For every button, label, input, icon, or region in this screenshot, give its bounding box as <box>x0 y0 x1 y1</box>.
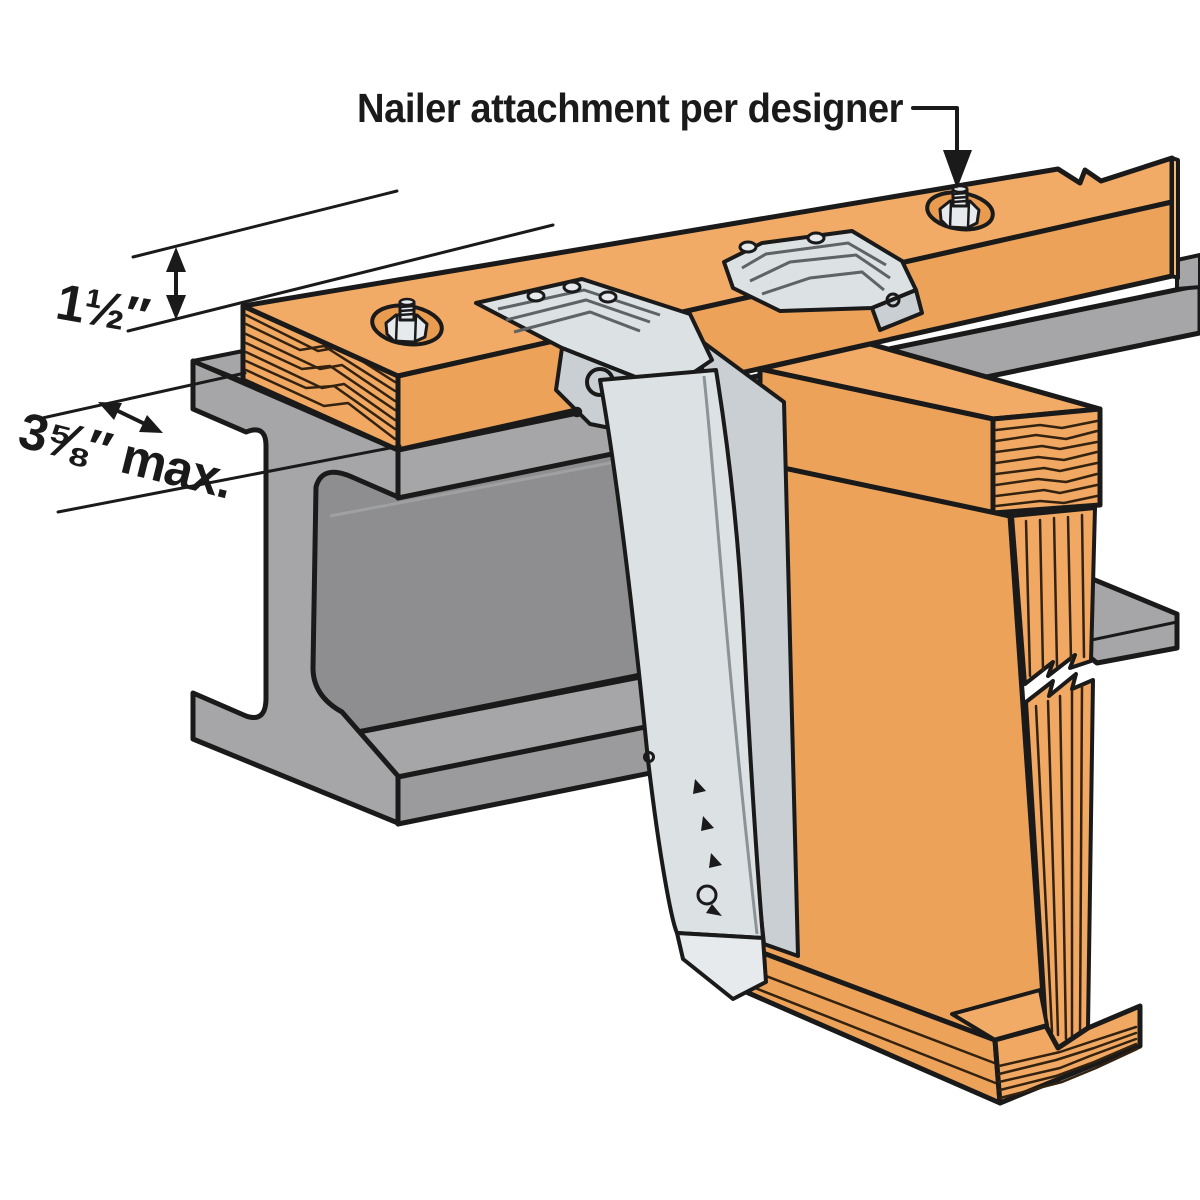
dim2-extension-line-lower <box>56 444 402 514</box>
rear-hanger-nail-slot-2 <box>806 231 826 245</box>
dim2-arrow-shaft <box>114 408 147 426</box>
stud-left-threads <box>398 304 416 317</box>
front-hanger-nail-slot-3 <box>598 290 618 304</box>
stud-right-threads <box>951 191 969 204</box>
front-hanger-nail-slot-2 <box>562 280 582 294</box>
nut-right-facets <box>948 199 971 230</box>
joist-bottom-flange-lam-line-1 <box>756 971 999 1066</box>
joist-bottom-flange-end-grain <box>992 1003 1143 1106</box>
dim2-arrowhead-left-icon <box>98 402 122 420</box>
front-hanger-ribs <box>497 288 661 334</box>
front-hanger-tab-hole-3 <box>571 406 583 418</box>
callout: Nailer attachment per designer <box>357 85 972 189</box>
front-hanger-nail-slot-1 <box>526 289 546 303</box>
front-hanger-seat <box>675 931 768 1001</box>
dim1-text: 1½″ <box>52 273 153 345</box>
joist-bottom-flange-lam-line-2 <box>743 982 1000 1086</box>
dim2-extension-line-upper <box>36 371 247 421</box>
dim1-arrowhead-down-icon <box>166 295 186 320</box>
callout-leader-line <box>911 106 959 154</box>
joist-bottom-end-grain-lines <box>997 1025 1139 1100</box>
callout-arrowhead-icon <box>943 150 972 189</box>
joist-top-end-grain-lines <box>994 419 1099 508</box>
rear-hanger-nail-slot-1 <box>738 240 758 254</box>
joist-web-osb-lower-lines <box>1034 684 1084 1042</box>
beam-cross-section <box>190 358 401 826</box>
stud-right-top <box>951 184 969 194</box>
dim2-arrowhead-right-icon <box>139 415 163 433</box>
dim1-arrowhead-up-icon <box>166 247 186 272</box>
front-hanger-strap-holes <box>643 751 722 916</box>
front-hanger-strap-crease <box>702 375 759 935</box>
dim2-text: 3⅝″ max. <box>13 401 238 509</box>
nailer-break-cut-face <box>1170 156 1180 280</box>
dim1-extension-line-upper <box>131 189 399 259</box>
rear-hanger-bend-tab <box>870 288 924 332</box>
callout-label: Nailer attachment per designer <box>357 85 904 131</box>
rear-hanger-tab-hole <box>885 292 901 308</box>
nut-left-facets <box>394 313 418 344</box>
dim1-extension-line-lower <box>126 223 555 333</box>
i-joist <box>734 341 1143 1106</box>
joist-web-osb-upper-lines <box>1024 513 1086 678</box>
joist-web-osb-upper <box>1010 506 1097 686</box>
nailer-bolt-left <box>370 297 444 347</box>
rear-hanger-ribs <box>741 241 891 296</box>
beam-top-flange-top-right <box>1175 253 1200 291</box>
joist-hanger-front <box>474 277 800 1001</box>
joist-top-flange-end-grain <box>990 406 1103 516</box>
nailer-bolt-right <box>925 184 995 232</box>
stud-left-top <box>398 297 416 307</box>
joist-hanger-rear <box>722 229 924 332</box>
